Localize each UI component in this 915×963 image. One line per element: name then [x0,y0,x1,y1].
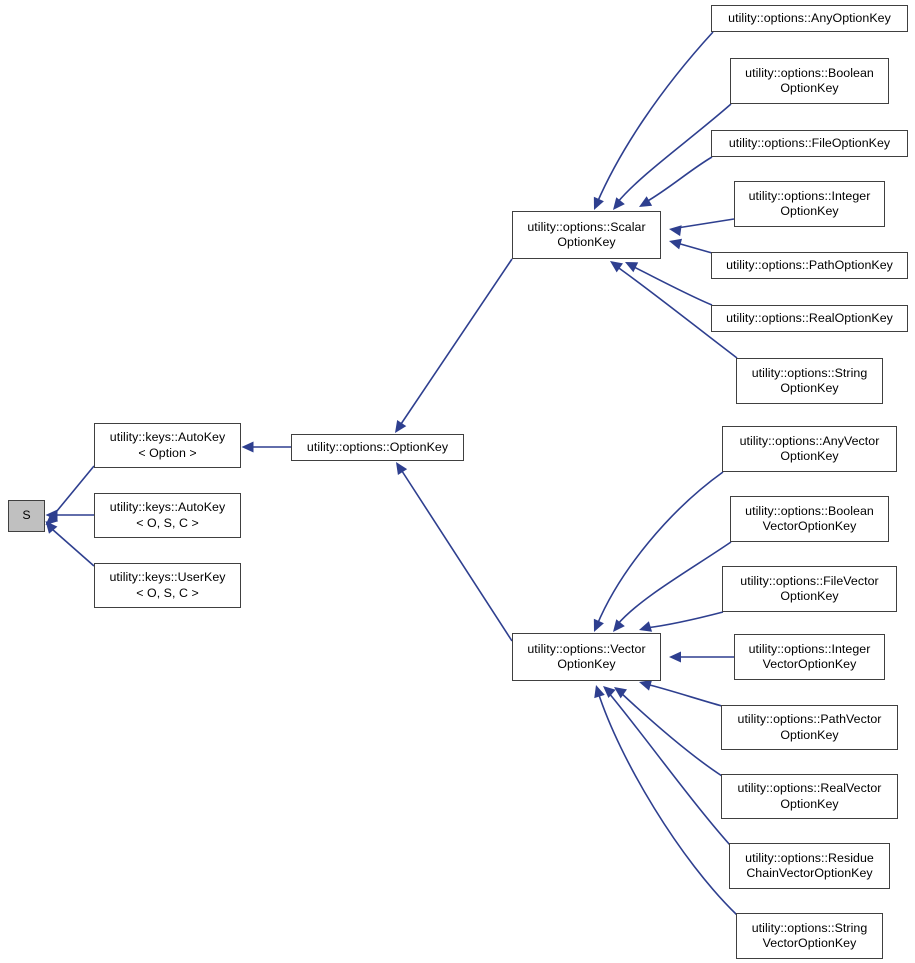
class-node-real_optionkey[interactable]: utility::options::RealOptionKey [711,305,908,332]
class-node-autokey_osc[interactable]: utility::keys::AutoKey < O, S, C > [94,493,241,538]
class-node-path_optionkey[interactable]: utility::options::PathOptionKey [711,252,908,279]
class-node-label: utility::options::Residue ChainVectorOpt… [745,850,874,881]
class-node-realvector_key[interactable]: utility::options::RealVector OptionKey [721,774,898,819]
inheritance-edge-path_optionkey-to-scalar_optionkey [669,238,713,254]
class-node-any_optionkey[interactable]: utility::options::AnyOptionKey [711,5,908,32]
arrowhead-icon [610,261,623,273]
inheritance-edge-residuechainvector-to-vector_optionkey [603,686,731,846]
arrowhead-icon [593,196,604,210]
class-node-stringvector_key[interactable]: utility::options::String VectorOptionKey [736,913,883,959]
class-node-label: utility::options::PathOptionKey [726,257,893,272]
arrowhead-icon [45,512,59,525]
class-node-label: utility::options::FileOptionKey [728,135,891,150]
arrowhead-icon [603,686,616,699]
inheritance-edge-userkey_osc-to-s [45,512,95,567]
class-node-boolean_optionkey[interactable]: utility::options::Boolean OptionKey [730,58,889,104]
inheritance-edge-autokey_option-to-s [45,465,95,534]
class-node-autokey_option[interactable]: utility::keys::AutoKey < Option > [94,423,241,468]
class-node-userkey_osc[interactable]: utility::keys::UserKey < O, S, C > [94,563,241,608]
arrowhead-icon [614,687,627,699]
inheritance-edge-stringvector_key-to-vector_optionkey [594,685,738,916]
inheritance-edge-integer_optionkey-to-scalar_optionkey [669,218,735,237]
arrowhead-icon [639,196,653,207]
inheritance-edge-integervector_key-to-vector_optionkey [669,651,734,663]
class-node-label: utility::options::Boolean VectorOptionKe… [745,503,874,534]
inheritance-edge-filevector_key-to-vector_optionkey [639,611,724,632]
arrowhead-icon [593,618,604,632]
inheritance-edge-vector_optionkey-to-optionkey [396,462,513,642]
class-node-label: utility::options::RealOptionKey [726,310,893,325]
class-node-label: utility::keys::AutoKey < O, S, C > [109,500,226,530]
inheritance-edge-string_optionkey-to-scalar_optionkey [610,261,738,359]
arrowhead-icon [613,619,625,632]
class-node-label: utility::options::FileVector OptionKey [740,573,879,604]
inheritance-edge-file_optionkey-to-scalar_optionkey [639,156,713,207]
class-node-label: utility::options::Scalar OptionKey [527,219,646,250]
arrowhead-icon [241,441,254,453]
class-node-label: utility::options::AnyOptionKey [728,10,891,25]
inheritance-edge-real_optionkey-to-scalar_optionkey [625,262,713,306]
inheritance-edge-anyvector_optionkey-to-vector_optionkey [593,471,724,632]
class-node-label: utility::options::Vector OptionKey [527,641,646,672]
arrowhead-icon [45,521,58,534]
class-node-label: utility::options::Integer OptionKey [748,188,871,219]
class-node-booleanvector_key[interactable]: utility::options::Boolean VectorOptionKe… [730,496,889,542]
class-node-pathvector_key[interactable]: utility::options::PathVector OptionKey [721,705,898,750]
class-node-scalar_optionkey[interactable]: utility::options::Scalar OptionKey [512,211,661,259]
class-node-label: utility::options::String VectorOptionKey [751,920,868,951]
class-node-residuechainvector[interactable]: utility::options::Residue ChainVectorOpt… [729,843,890,889]
class-node-integervector_key[interactable]: utility::options::Integer VectorOptionKe… [734,634,885,680]
inheritance-edge-pathvector_key-to-vector_optionkey [639,680,723,707]
arrowhead-icon [669,651,681,663]
class-node-file_optionkey[interactable]: utility::options::FileOptionKey [711,130,908,157]
class-node-label: utility::options::OptionKey [306,439,449,454]
inheritance-edge-optionkey-to-autokey_option [241,441,291,453]
class-node-optionkey[interactable]: utility::options::OptionKey [291,434,464,461]
arrowhead-icon [594,685,605,699]
inheritance-edge-booleanvector_key-to-vector_optionkey [613,541,732,632]
arrowhead-icon [395,419,407,433]
class-node-vector_optionkey[interactable]: utility::options::Vector OptionKey [512,633,661,681]
class-node-label: utility::options::AnyVector OptionKey [739,433,880,464]
inheritance-edge-boolean_optionkey-to-scalar_optionkey [613,103,732,210]
class-node-label: S [22,508,31,523]
class-node-label: utility::options::PathVector OptionKey [737,712,882,742]
arrowhead-icon [613,197,625,210]
class-node-integer_optionkey[interactable]: utility::options::Integer OptionKey [734,181,885,227]
class-node-label: utility::keys::AutoKey < Option > [109,430,226,460]
class-node-label: utility::options::String OptionKey [751,365,868,396]
arrowhead-icon [625,262,639,273]
arrowhead-icon [639,621,653,632]
class-node-s[interactable]: S [8,500,45,532]
inheritance-edge-scalar_optionkey-to-optionkey [395,258,513,433]
arrowhead-icon [639,680,653,691]
arrowhead-icon [396,462,408,476]
class-node-filevector_key[interactable]: utility::options::FileVector OptionKey [722,566,897,612]
class-node-label: utility::options::RealVector OptionKey [737,781,882,811]
arrowhead-icon [669,225,682,237]
arrowhead-icon [669,238,683,250]
class-node-string_optionkey[interactable]: utility::options::String OptionKey [736,358,883,404]
inheritance-edge-realvector_key-to-vector_optionkey [614,687,723,777]
class-node-label: utility::options::Integer VectorOptionKe… [748,641,871,672]
inheritance-edge-any_optionkey-to-scalar_optionkey [593,31,714,210]
class-node-label: utility::keys::UserKey < O, S, C > [109,570,226,600]
class-node-anyvector_optionkey[interactable]: utility::options::AnyVector OptionKey [722,426,897,472]
class-node-label: utility::options::Boolean OptionKey [745,65,874,96]
